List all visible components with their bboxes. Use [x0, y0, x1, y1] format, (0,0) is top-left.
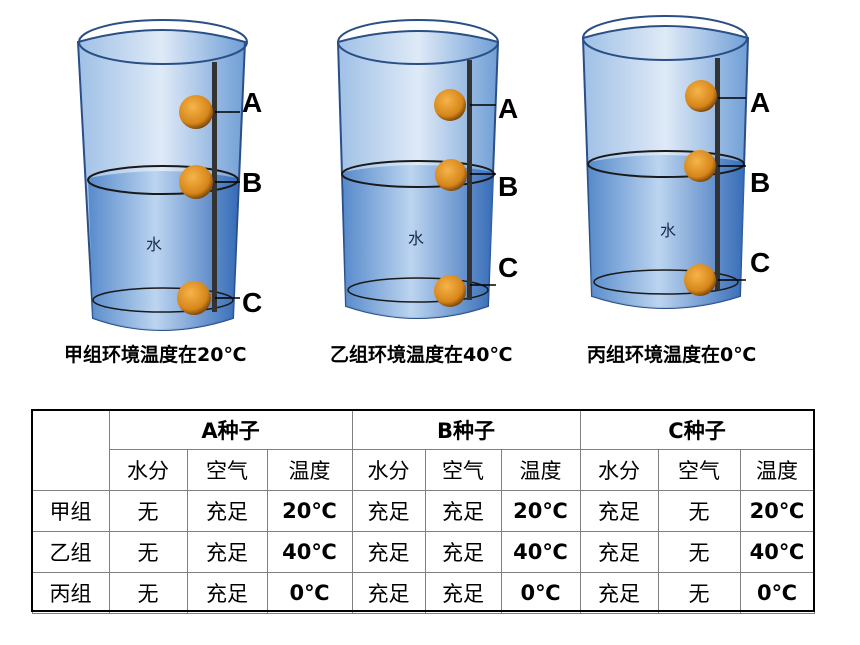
cell-temp: 40℃: [739, 530, 815, 573]
cell-air: 充足: [186, 571, 268, 614]
cell-air: 充足: [186, 530, 268, 573]
cell-water: 充足: [579, 489, 659, 532]
water-label: 水: [660, 221, 676, 240]
beaker-yi: 水 A B C: [336, 19, 518, 319]
header-seed-c: C种子: [579, 409, 815, 450]
cell-temp: 0℃: [266, 571, 353, 614]
seed-c: [177, 281, 211, 315]
cell-water: 充足: [351, 530, 426, 573]
header-temp: 温度: [266, 448, 353, 491]
label-a: A: [242, 87, 262, 118]
cell-water: 无: [108, 530, 188, 573]
seed-b: [179, 165, 213, 199]
beaker-jia: 水 A B C: [76, 19, 262, 331]
cell-temp: 40℃: [266, 530, 353, 573]
header-seed-b: B种子: [351, 409, 581, 450]
seed-a: [685, 80, 717, 112]
label-b: B: [750, 167, 770, 198]
header-temp: 温度: [739, 448, 815, 491]
table-row: 乙组 无 充足 40℃ 充足 充足 40℃ 充足 无 40℃: [31, 530, 815, 573]
seed-a: [179, 95, 213, 129]
water-label: 水: [146, 235, 162, 254]
water-label: 水: [408, 229, 424, 248]
cell-temp: 0℃: [739, 571, 815, 614]
cell-temp: 0℃: [500, 571, 581, 614]
header-water: 水分: [108, 448, 188, 491]
row-label: 甲组: [31, 489, 110, 532]
header-seed-a: A种子: [108, 409, 353, 450]
label-b: B: [242, 167, 262, 198]
cell-temp: 20℃: [739, 489, 815, 532]
header-air: 空气: [186, 448, 268, 491]
seed-b: [435, 159, 467, 191]
label-c: C: [498, 252, 518, 283]
seed-c: [684, 264, 716, 296]
caption-bing: 丙组环境温度在0℃: [587, 344, 757, 366]
beaker-bing: 水 A B C: [581, 15, 770, 309]
row-label: 乙组: [31, 530, 110, 573]
caption-yi: 乙组环境温度在40℃: [330, 344, 513, 366]
table-row: 甲组 无 充足 20℃ 充足 充足 20℃ 充足 无 20℃: [31, 489, 815, 532]
cell-water: 充足: [351, 571, 426, 614]
label-a: A: [750, 87, 770, 118]
cell-temp: 20℃: [266, 489, 353, 532]
cell-temp: 20℃: [500, 489, 581, 532]
header-row-conditions: 水分 空气 温度 水分 空气 温度 水分 空气 温度: [32, 448, 815, 491]
cell-air: 无: [657, 571, 741, 614]
label-a: A: [498, 93, 518, 124]
cell-air: 无: [657, 530, 741, 573]
cell-air: 充足: [186, 489, 268, 532]
seed-c: [434, 275, 466, 307]
header-water: 水分: [579, 448, 659, 491]
label-c: C: [242, 287, 262, 318]
cell-water: 充足: [351, 489, 426, 532]
beaker-illustration: 水 A B C 水 A B C 水 A: [76, 15, 770, 331]
cell-air: 充足: [424, 489, 502, 532]
row-label: 丙组: [31, 571, 110, 614]
label-c: C: [750, 247, 770, 278]
seed-b: [684, 150, 716, 182]
caption-jia: 甲组环境温度在20℃: [64, 344, 247, 366]
cell-water: 充足: [579, 530, 659, 573]
seed-condition-table: A种子 B种子 C种子 水分 空气 温度 水分 空气 温度 水分 空气 温度 甲…: [31, 409, 815, 614]
corner-cell: [31, 409, 110, 491]
cell-water: 充足: [579, 571, 659, 614]
table-row: 丙组 无 充足 0℃ 充足 充足 0℃ 充足 无 0℃: [31, 571, 815, 614]
cell-temp: 40℃: [500, 530, 581, 573]
header-row-seeds: A种子 B种子 C种子: [31, 409, 815, 491]
header-water: 水分: [351, 448, 426, 491]
header-air: 空气: [657, 448, 741, 491]
seed-a: [434, 89, 466, 121]
header-air: 空气: [424, 448, 502, 491]
cell-air: 充足: [424, 571, 502, 614]
cell-air: 充足: [424, 530, 502, 573]
cell-air: 无: [657, 489, 741, 532]
cell-water: 无: [108, 571, 188, 614]
label-b: B: [498, 171, 518, 202]
header-temp: 温度: [500, 448, 581, 491]
cell-water: 无: [108, 489, 188, 532]
